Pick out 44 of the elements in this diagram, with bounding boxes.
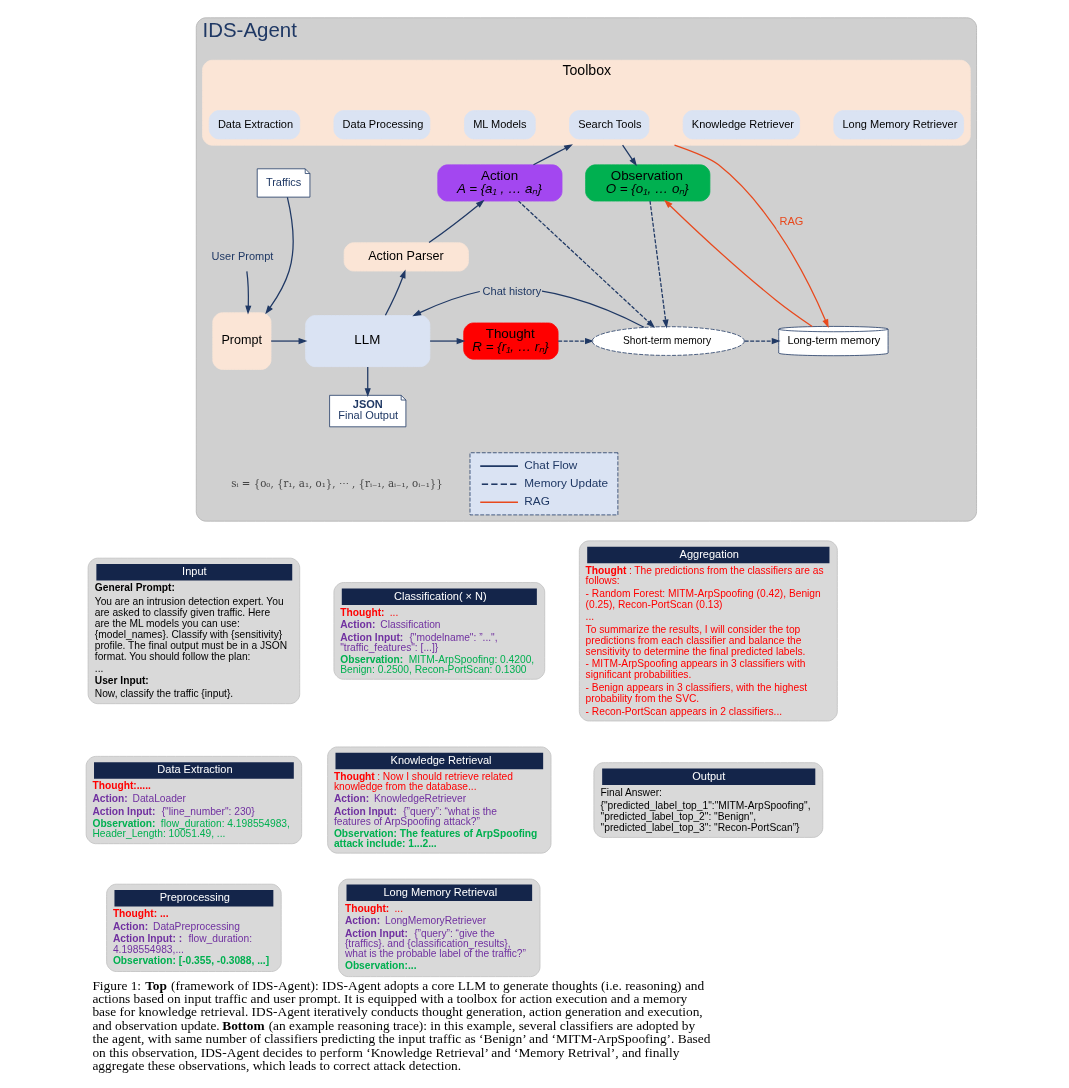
label: sᵢ = {o₀, {r₁, a₁, o₁}, ⋯ , {rᵢ₋₁, aᵢ₋₁, oᵢ₋₁}} [231, 477, 443, 489]
node-box: Prompt [212, 312, 272, 370]
node-text: User Prompt [211, 249, 274, 262]
node-box: Long Memory Retriever [833, 110, 964, 140]
node-box: Data Extraction Thought:..... Action: DataLoader Action Input: {"line_number": 230} Observation: flow_duration: 4.198554983, Header_Length: 10051.49, ... [85, 756, 303, 845]
node-box: Data Extraction [208, 110, 301, 140]
arrow [428, 199, 485, 244]
arrow [429, 337, 466, 345]
arrow [517, 200, 656, 328]
arrow [364, 366, 371, 398]
legend-label: RAG [524, 494, 550, 508]
node-box: Action Parser [343, 242, 469, 272]
arrow [622, 144, 637, 167]
node-box: Data Processing [333, 110, 431, 140]
arrow [557, 337, 594, 345]
arrow [532, 144, 573, 166]
node-box: Long Memory Retrieval Thought: ... Action: LongMemoryRetriever Action Input: {”query”: “give the {traffics}. and {classification_results}, what is the probable label of the traffic?” Observation:... [338, 878, 541, 977]
arrow [744, 337, 781, 345]
node-box: Output Final Answer: {"predicted_label_top_1":"MITM-ArpSpoofing", "predicted_label_top_2": "Benign", "predicted_label_top_3": "Recon-PortScan”} [593, 762, 824, 838]
arrow [664, 199, 813, 328]
caption: Figure 1: Top (framework of IDS-Agent): IDS-Agent adopts a core LLM to generate thoughts (i.e. reasoning) and actions based on input traffic and user prompt. It is equipped with a toolbox for action execution and a memory base for knowledge retrieval. IDS-Agent iteratively conducts thought generation, action generation and execution, and observation update. Bottom (an example reasoning trace): in this example, several classifiers are adopted by the agent, with same number of classifiers predicting the input traffic as ‘Benign’ and ‘MITM-ArpSpoofing’. Based on this observation, IDS-Agent decides to perform ‘Knowledge Retrieval’ and ‘Memory Retrival’, and finally aggregate these observations, which leads to correct attack detection. [92, 977, 711, 1073]
node-box: Action A = {a₁ , … aₙ} [437, 164, 563, 202]
arrow [384, 269, 406, 316]
arrow [265, 196, 294, 315]
legend-label: Memory Update [524, 475, 609, 489]
node-box: Input General Prompt: You are an intrusion detection expert. You are asked to classify given traffic. Here are the ML models you can use: {model_names}. Classify with {sensitivity} profile. The final output must be in a JSON format. You should follow the plan: ... User Input: Now, classify the traffic {input}. [87, 557, 301, 705]
edge-label: Chat history [482, 285, 542, 298]
node-box: LLM [305, 315, 431, 368]
edge-label: RAG [779, 215, 804, 228]
node-box: Knowledge Retrieval Thought: Now I should retrieve related knowledge from the database... Action: KnowledgeRetriever Action Input: {”query”: “what is the features of ArpSpoofing attack?” Observation: The features of ArpSpoofing attack include: 1...2... [327, 746, 552, 854]
node-box: Search Tools [569, 110, 650, 140]
node-box: Preprocessing Thought: ... Action: DataPreprocessing Action Input: : flow_duration: 4.198554983,... Observation: [-0.355, -0.3088, ...] [106, 883, 282, 972]
node-box: ML Models [464, 110, 536, 140]
arrow [649, 200, 669, 329]
legend-label: Chat Flow [524, 457, 578, 471]
node-box: Knowledge Retriever [682, 110, 800, 140]
node-box: Observation O = {o₁, … oₙ} [585, 164, 711, 202]
arrow [270, 337, 308, 345]
node-box: Thought R = {r₁, … rₙ} [463, 322, 559, 360]
node-ellipse: Short-term memory [591, 326, 745, 356]
node-box: Classification( × N) Thought: ... Action: Classification Action Input: {"modelname": ”...", "traffic_features": [...]} Observation: MITM-ArpSpoofing: 0.4200, Benign: 0.2500, Recon-PortScan: 0.1300 [333, 582, 546, 680]
arrow [245, 270, 252, 315]
node-box: Aggregation Thought: The predictions from the classifiers are as follows: - Random Forest: MITM-ArpSpoofing (0.42), Benign (0.25), Recon-PortScan (0.13) ... To summarize the results, I will consider the top predictions from each classifier and balance the sensitivity to determine the final predicted labels. - MITM-ArpSpoofing appears in 3 classifiers with significant probabilities. - Benign appears in 3 classifiers, with the highest probability from the SVC. - Recon-PortScan appears in 2 classifiers... [578, 540, 838, 722]
arrow [673, 144, 829, 328]
